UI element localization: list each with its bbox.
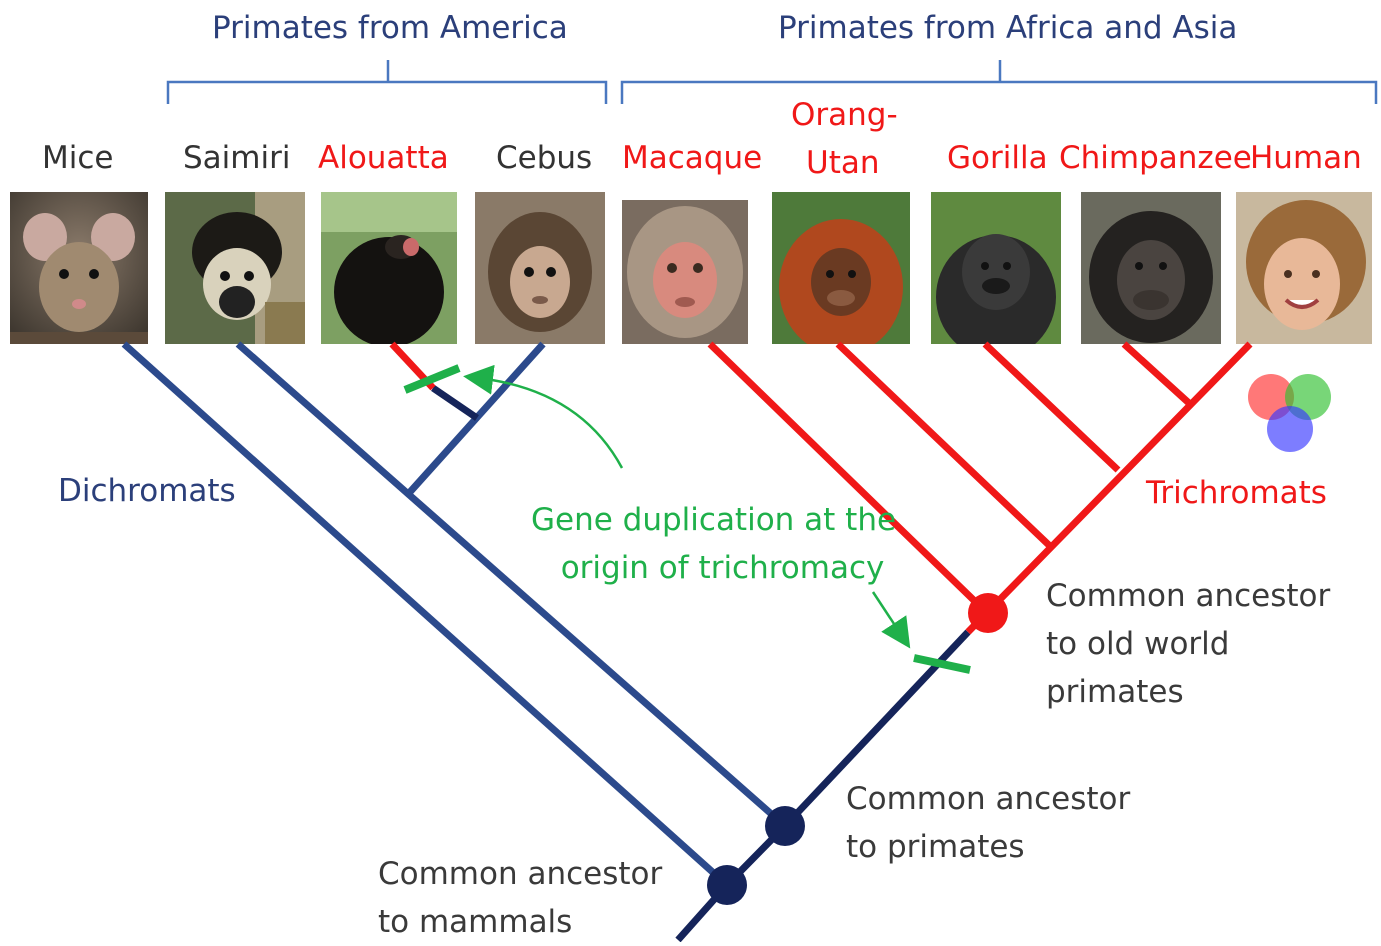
branch-gorilla [982,341,1121,473]
gene-duplication-arrow-down [871,591,911,649]
old-world-ancestor-label: Common ancestor to old world primates [1046,572,1330,716]
mammals-line-2: to mammals [378,904,573,940]
gorilla-photo [931,192,1061,344]
gene-duplication-arrow-up [463,364,624,469]
macaque-photo [622,200,748,344]
branch-macaque [707,341,991,617]
squirrel-monkey-photo [165,192,305,344]
trichromats-label: Trichromats [1146,475,1327,511]
branch-alouatta-dark [431,385,479,421]
africa-asia-bracket [620,60,1378,104]
species-label-gorilla: Gorilla [947,140,1048,176]
branch-chimpanzee [1121,341,1193,407]
mammals-line-1: Common ancestor [378,856,663,892]
gene-duplication-line-1: Gene duplication at the [531,502,897,538]
gene-duplication-label: Gene duplication at the origin of trichr… [531,496,896,592]
human-photo [1236,192,1372,344]
group-label-america: Primates from America [212,10,568,46]
species-label-chimpanzee: Chimpanzee [1059,140,1252,176]
capuchin-photo [475,192,605,344]
gene-duplication-mark-alouatta [403,364,461,394]
node-mammals [707,865,747,905]
howler-monkey-photo [321,192,457,344]
species-label-human: Human [1250,140,1362,176]
america-bracket [166,60,608,104]
mouse-photo [10,192,148,344]
chimpanzee-photo [1081,192,1221,344]
species-label-macaque: Macaque [622,140,763,176]
old-world-line-1: Common ancestor [1046,578,1331,614]
branch-mice [121,341,730,888]
species-label-mice: Mice [42,140,114,176]
branch-saimiri [235,341,788,829]
group-label-africa-asia: Primates from Africa and Asia [778,10,1238,46]
branch-old-world-stem [965,341,1253,635]
mammals-ancestor-label: Common ancestor to mammals [378,850,662,946]
species-label-cebus: Cebus [496,140,593,176]
gene-duplication-mark-old-world [913,654,971,674]
branch-orangutan [835,341,1055,551]
old-world-line-2: to old world [1046,626,1230,662]
rgb-venn-icon [1248,374,1331,452]
dichromats-label: Dichromats [58,473,236,509]
orangutan-photo [772,192,910,344]
old-world-line-3: primates [1046,674,1184,710]
species-label-alouatta: Alouatta [318,140,449,176]
node-primates [765,806,805,846]
species-label-saimiri: Saimiri [183,140,291,176]
primates-line-2: to primates [846,829,1025,865]
gene-duplication-line-2: origin of trichromacy [560,550,885,586]
primates-ancestor-label: Common ancestor to primates [846,775,1130,871]
species-label-orangutan-1: Orang- [791,97,898,133]
primates-line-1: Common ancestor [846,781,1131,817]
species-label-orangutan-2: Utan [806,145,880,181]
node-old-world-primates [968,593,1008,633]
